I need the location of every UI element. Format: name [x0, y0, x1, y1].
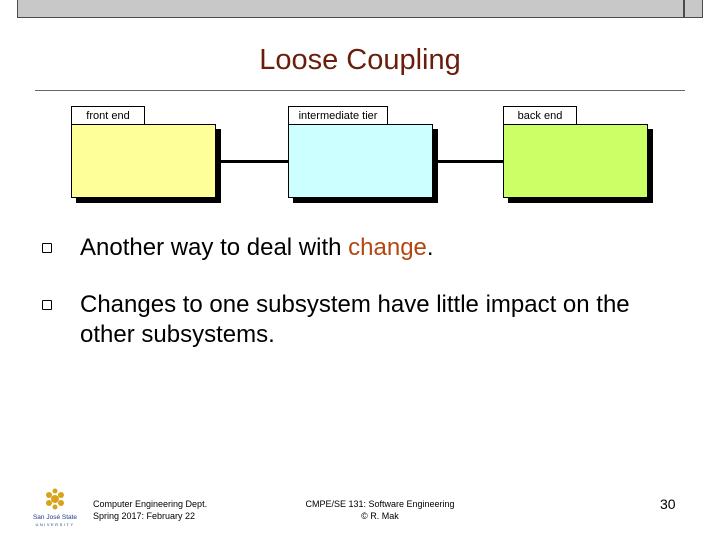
footer-left: Computer Engineering Dept. Spring 2017: … [93, 498, 207, 522]
footer-author: © R. Mak [361, 511, 399, 521]
bullet-item: Changes to one subsystem have little imp… [80, 290, 650, 350]
tier-tab-front-end: front end [71, 106, 145, 124]
bullet-text: Changes to one subsystem have little imp… [80, 291, 630, 348]
footer-center: CMPE/SE 131: Software Engineering © R. M… [280, 498, 480, 522]
svg-text:San José State: San José State [33, 514, 77, 521]
bullet-item: Another way to deal with change. [80, 233, 680, 263]
footer-course: CMPE/SE 131: Software Engineering [305, 499, 455, 509]
top-decoration-bar [17, 0, 703, 18]
bullet-marker [42, 243, 52, 253]
bullet-marker [42, 300, 52, 310]
top-bar-divider [683, 0, 685, 17]
title-divider [35, 90, 685, 91]
slide-title: Loose Coupling [259, 44, 461, 76]
tier-tab-back-end: back end [503, 106, 577, 124]
connector-intermediate-back [438, 160, 503, 163]
bullet-highlight: change [348, 234, 427, 261]
tier-tab-intermediate: intermediate tier [288, 106, 388, 124]
sjsu-emblem-icon: San José State UNIVERSITY [33, 488, 77, 527]
page-number: 30 [660, 496, 676, 512]
footer-date: Spring 2017: February 22 [93, 511, 196, 521]
svg-text:UNIVERSITY: UNIVERSITY [35, 522, 74, 527]
bullet-text-end: . [426, 234, 434, 261]
tier-box-back-end [503, 124, 648, 198]
tier-box-front-end [71, 124, 216, 198]
tier-box-intermediate [288, 124, 433, 198]
bullet-text: Another way to deal with [80, 234, 349, 261]
sjsu-logo: San José State UNIVERSITY [30, 488, 80, 528]
footer-dept: Computer Engineering Dept. [93, 499, 208, 509]
connector-front-intermediate [221, 160, 288, 163]
